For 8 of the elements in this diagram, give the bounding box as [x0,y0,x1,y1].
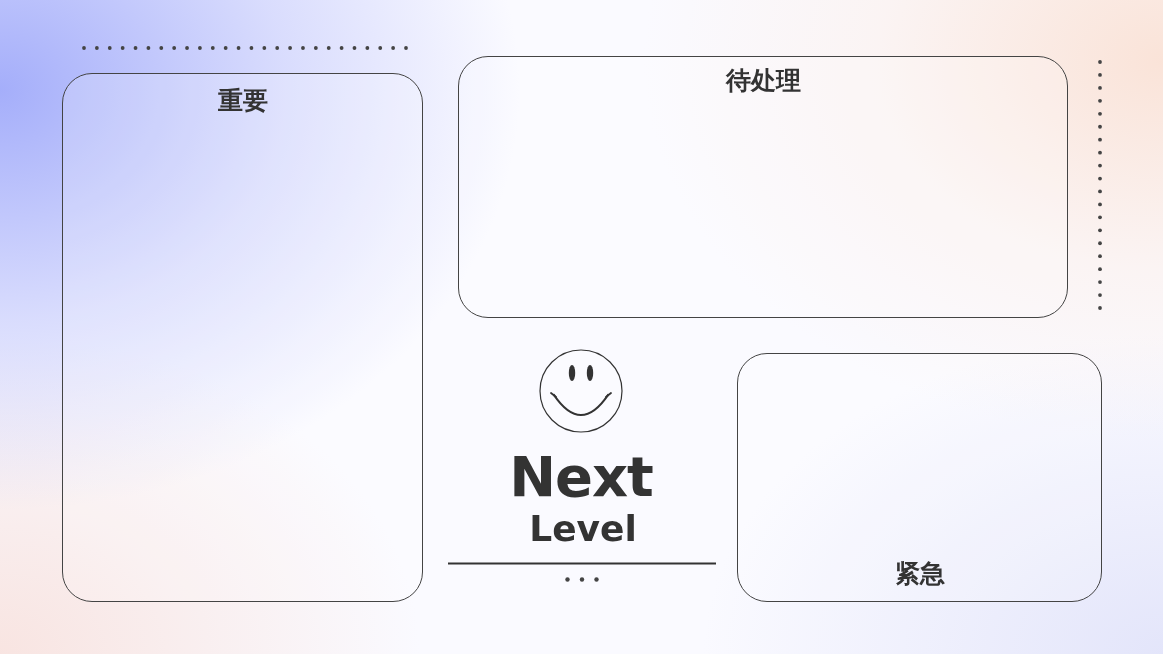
headline-text: Next [509,449,653,505]
panel-heading: 待处理 [725,66,801,96]
rounded-panel [62,73,423,602]
panel-heading: 紧急 [894,559,945,589]
rounded-panel [737,353,1102,602]
subheading-text: Level [529,511,637,547]
rounded-panel [458,56,1068,318]
panel-heading: 重要 [217,86,268,116]
